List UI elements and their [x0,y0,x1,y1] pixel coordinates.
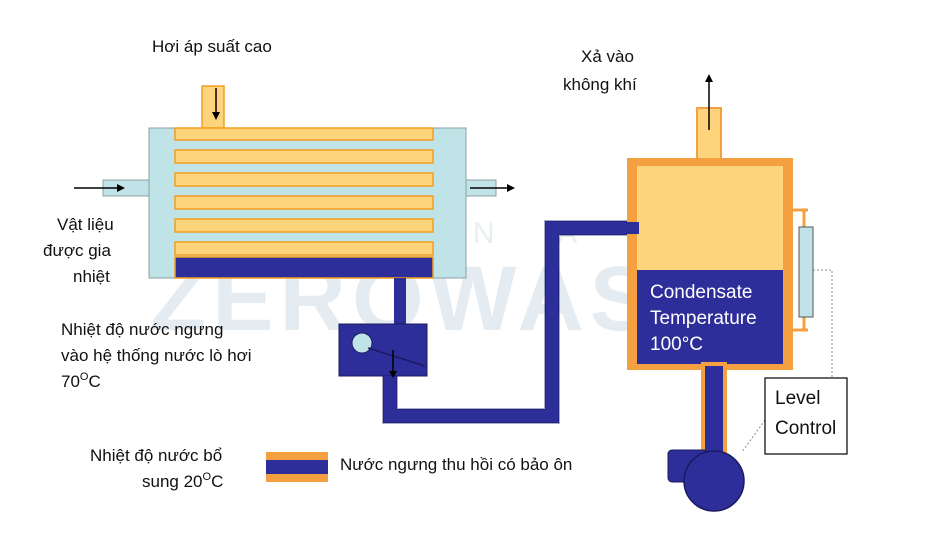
label-vent-line-2: không khí [563,75,637,94]
label-condensate-temp-line-2: vào hệ thống nước lò hơi [61,346,252,365]
label-makeup-line-1: Nhiệt độ nước bổ [90,446,222,465]
tank-label-line-2: Temperature [650,308,757,329]
steam-inlet-pipe [201,85,225,129]
steam-trap [338,323,428,377]
level-control-label-1: Level [775,388,820,409]
tank-label-line-1: Condensate [650,282,752,303]
condensate-piping [338,220,636,424]
sight-glass [798,226,814,318]
level-control-label-2: Control [775,418,836,439]
pump [667,449,745,512]
hx-condensate-band [174,256,434,279]
hx-drain-pipe [394,278,406,328]
label-material-line-1: Vật liệu [57,215,114,234]
label-high-pressure-steam: Hơi áp suất cao [152,37,272,56]
tank-outlet-pipe [701,362,727,458]
legend-insulated-pipe-swatch [266,452,328,482]
label-makeup-line-2: sung 20OC [142,471,223,491]
level-gauge [741,208,833,453]
label-vent-line-1: Xả vào [581,47,634,66]
tank-steam-space [637,166,783,270]
label-condensate-temp-line-1: Nhiệt độ nước ngưng [61,320,223,339]
tank-water [637,270,783,364]
hx-tubes [174,127,434,256]
label-material-line-2: được gia [43,241,111,260]
legend-insulated-label: Nước ngưng thu hồi có bảo ôn [340,455,572,474]
trap-float [351,332,373,354]
tank-label-line-3: 100°C [650,334,703,355]
level-control-box: Level Control [764,377,848,455]
heat-exchanger [102,85,497,279]
pump-volute [683,450,745,512]
label-condensate-temp-value: 70OC [61,371,101,391]
label-material-line-3: nhiệt [73,267,110,286]
flow-arrows [74,74,713,192]
